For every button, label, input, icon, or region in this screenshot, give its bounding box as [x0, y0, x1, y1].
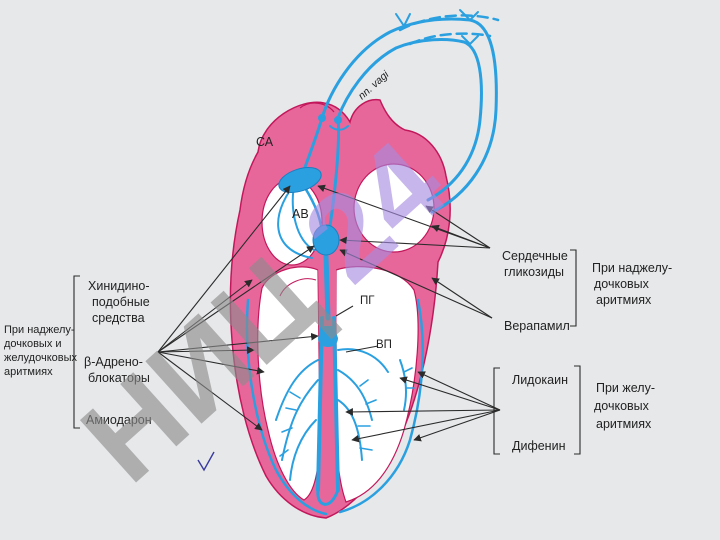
label-pg: ПГ — [360, 295, 375, 307]
bundle-bifurcation — [318, 326, 338, 347]
right-upper-condition-line-1: При наджелу- — [592, 261, 672, 275]
drug-quinidine-line-1: Хинидино- — [88, 279, 150, 293]
right-lower-condition-line-2: дочковых — [594, 399, 650, 413]
right-upper-condition-line-2: дочковых — [594, 277, 650, 291]
right-lower-drug-list: Лидокаин Дифенин — [512, 373, 568, 453]
left-condition-line-4: аритмиях — [4, 366, 53, 378]
left-atrium-chamber — [353, 163, 435, 253]
right-upper-drug-list: Сердечные гликозиды Верапамил — [502, 249, 570, 333]
right-lower-condition-line-3: аритмиях — [596, 417, 652, 431]
right-upper-condition-text: При наджелу- дочковых аритмиях — [592, 261, 672, 307]
drug-beta-blockers-line-2: блокаторы — [88, 371, 150, 385]
brackets — [73, 249, 581, 455]
check-mark-icon — [197, 451, 215, 472]
right-lower-condition-line-1: При желу- — [596, 381, 655, 395]
drug-glycosides-line-1: Сердечные — [502, 249, 568, 263]
left-condition-line-3: желудочковых — [4, 352, 77, 364]
drug-quinidine-line-3: средства — [92, 311, 145, 325]
drug-verapamil: Верапамил — [504, 319, 570, 333]
drug-arrows — [157, 184, 501, 443]
label-sa: СА — [256, 135, 274, 149]
drug-beta-blockers-line-1: β-Адрено- — [84, 355, 143, 369]
right-upper-condition-line-3: аритмиях — [596, 293, 652, 307]
drug-lidocaine: Лидокаин — [512, 373, 568, 387]
left-condition-line-1: При наджелу- — [4, 324, 75, 336]
drug-glycosides-line-2: гликозиды — [504, 265, 564, 279]
vagus-nerve-inner — [336, 38, 483, 202]
av-node — [312, 224, 340, 256]
left-condition-line-2: дочковых и — [4, 338, 62, 350]
label-vp: ВП — [376, 339, 392, 351]
conduction-system — [245, 9, 500, 516]
drug-quinidine-line-2: подобные — [92, 295, 150, 309]
heart — [229, 98, 451, 519]
drug-amiodarone: Амиодарон — [86, 413, 152, 427]
label-av: АВ — [292, 207, 309, 221]
drug-difenin: Дифенин — [512, 439, 566, 453]
left-condition-text: При наджелу- дочковых и желудочковых ари… — [4, 324, 77, 378]
left-drug-list: Хинидино- подобные средства β-Адрено- бл… — [84, 279, 152, 427]
right-lower-condition-text: При желу- дочковых аритмиях — [594, 381, 655, 431]
